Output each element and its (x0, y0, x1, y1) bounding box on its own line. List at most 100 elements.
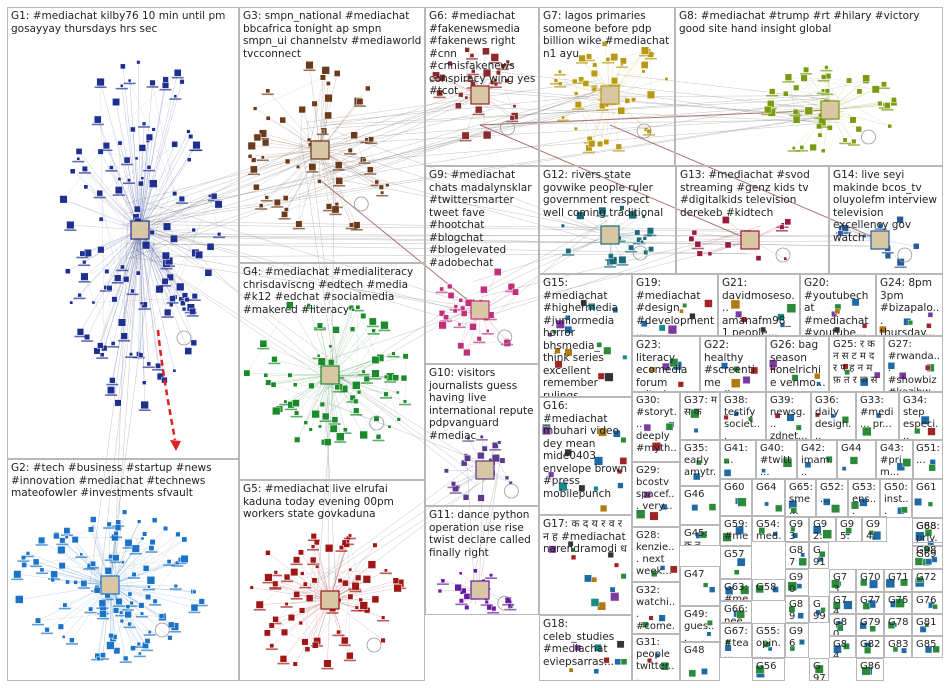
group-label-g16: G16: #mediachat mbuhari video dey mean m… (543, 400, 629, 500)
group-cell-g19: G19: #mediachat #design #development... (632, 274, 718, 336)
group-cell-g3: G3: smpn_national #mediachat bbcafrica t… (239, 7, 425, 263)
group-cell-g11: G11: dance python operation use rise twi… (425, 506, 539, 615)
group-cell-g94: G94: mi... (862, 516, 887, 542)
group-label-g65: G65: sme... (789, 482, 813, 518)
group-label-g86: G86 (860, 661, 881, 673)
group-cell-g53: G53: ens... (848, 479, 880, 518)
group-cell-g31: G31: people twitter... (632, 634, 680, 681)
group-cell-g35: G35: early amytr... (680, 440, 720, 486)
group-label-g87: G87 (789, 545, 806, 569)
group-cell-g63: G63: #me... (720, 579, 752, 601)
group-label-g37: G37: म स क (684, 395, 717, 419)
group-label-g82: G82 (860, 639, 881, 651)
group-cell-g58: G58 (752, 579, 785, 601)
group-label-g89: G89 (789, 599, 806, 623)
group-cell-g79: G79 (856, 614, 884, 636)
group-cell-g37: G37: म स क (680, 392, 720, 440)
group-label-g32: G32: watchi... #come... (636, 585, 677, 634)
group-cell-g86: G86 (856, 658, 884, 681)
group-label-g73: G73 (833, 572, 853, 592)
group-cell-g77: G77 (856, 592, 884, 614)
group-cell-g9: G9: #mediachat chats madalynsklar #twitt… (425, 166, 539, 364)
group-cell-g46: G46 (680, 486, 720, 525)
group-label-g43: G43: #prim... (880, 443, 911, 479)
group-label-g57: G57 (724, 549, 749, 561)
group-label-g85: G85 (916, 639, 940, 651)
group-cell-g2: G2: #tech #business #startup #news #inno… (7, 459, 239, 681)
group-label-g53: G53: ens... (852, 482, 877, 518)
group-label-g7: G7: lagos primaries someone before pdp b… (543, 10, 672, 60)
group-cell-g80: G80 (829, 614, 856, 636)
group-label-g50: G50: inst... (884, 482, 909, 518)
group-label-g45: G45: क न... (684, 528, 717, 546)
group-label-g90: G90 (789, 572, 806, 596)
group-cell-g67: G67: #tea... (720, 623, 752, 658)
group-label-g29: G29: bcostv spacef... very... (636, 465, 677, 513)
group-cell-g45: G45: क न... (680, 525, 720, 546)
group-label-g17: G17: क द य र व र न ह #mediachat narendra… (543, 518, 629, 556)
group-cell-g59: G59: #me... (720, 516, 752, 546)
group-cell-g4: G4: #mediachat #medialiteracy chrisdavis… (239, 263, 425, 480)
group-label-g35: G35: early amytr... (684, 443, 717, 486)
group-label-g54: G54: med... (756, 519, 782, 542)
group-cell-g10: G10: visitors journalists guess having l… (425, 364, 539, 506)
group-cell-g90: G90 (785, 569, 809, 596)
group-label-g81: G81 (916, 617, 940, 629)
group-label-g72: G72 (916, 572, 940, 584)
group-label-g56: G56 (756, 661, 782, 673)
group-label-g94: G94: mi... (866, 519, 884, 542)
group-label-g22: G22: healthy #screentime media... (704, 339, 763, 392)
group-label-g91: G91 (813, 545, 826, 569)
group-label-g31: G31: people twitter... (636, 637, 677, 681)
group-label-g48: G48 (684, 645, 717, 657)
group-label-g64: G64 (756, 482, 782, 494)
group-label-g70: G70 (860, 572, 881, 584)
group-label-g59: G59: #me... (724, 519, 749, 546)
group-label-g5: G5: #mediachat live elrufai kaduna today… (243, 483, 422, 521)
group-label-g36: G36: daily design... (815, 395, 853, 440)
group-label-g76: G76 (916, 595, 940, 607)
group-cell-g20: G20: #youtubechat #mediachat #youtube... (800, 274, 876, 336)
group-cell-g41: G41: ... (720, 440, 756, 479)
group-cell-g36: G36: daily design... (811, 392, 856, 440)
group-cell-g7: G7: lagos primaries someone before pdp b… (539, 7, 675, 166)
group-label-g1: G1: #mediachat kilby76 10 min until pm g… (11, 10, 236, 35)
group-label-g8: G8: #mediachat #trump #rt #hilary #victo… (679, 10, 940, 35)
group-cell-g8: G8: #mediachat #trump #rt #hilary #victo… (675, 7, 943, 166)
group-cell-g38: G38: testify societ... (720, 392, 766, 440)
group-cell-g23: G23: literacy ecomedia forum critml medi… (632, 336, 700, 392)
group-label-g95: G95: ha... (840, 519, 859, 542)
group-cell-g98: G98 (912, 542, 943, 569)
group-cell-g52: G52: ... (816, 479, 848, 518)
group-cell-g15: G15: #mediachat #highermedia #juniormedi… (539, 274, 632, 397)
group-label-g99: G99 (813, 599, 826, 623)
group-label-g60: G60 (724, 482, 749, 494)
group-cell-g33: G33: #medi... pr... (856, 392, 899, 440)
group-label-g34: G34: step especi... (903, 395, 940, 440)
group-cell-g64: G64 (752, 479, 785, 516)
group-label-g20: G20: #youtubechat #mediachat #youtube... (804, 277, 873, 336)
group-cell-g32: G32: watchi... #come... (632, 582, 680, 634)
group-cell-g92: G92: so... (809, 516, 836, 542)
group-cell-g29: G29: bcostv spacef... very... (632, 462, 680, 527)
group-label-g39: G39: newsg... zdnet... (770, 395, 808, 440)
group-cell-g60: G60 (720, 479, 752, 516)
group-label-g6: G6: #mediachat #fakenewsmedia #fakenews … (429, 10, 536, 98)
group-cell-g78: G78 (884, 614, 912, 636)
group-cell-g6: G6: #mediachat #fakenewsmedia #fakenews … (425, 7, 539, 166)
group-cell-g87: G87 (785, 542, 809, 569)
group-cell-g75: G75 (884, 592, 912, 614)
group-label-g23: G23: literacy ecomedia forum critml medi… (636, 339, 697, 392)
group-cell-g83: G83 (884, 636, 912, 658)
group-cell-g24: G24: 8pm 3pm #bizapalo... thursday... (876, 274, 943, 336)
group-cell-g82: G82 (856, 636, 884, 658)
group-cell-g17: G17: क द य र व र न ह #mediachat narendra… (539, 515, 632, 615)
group-cell-g91: G91 (809, 542, 829, 569)
group-cell-g73: G73 (829, 569, 856, 592)
group-label-g67: G67: #tea... (724, 626, 749, 658)
group-cell-g74: G74 (829, 592, 856, 614)
group-cell-g55: G55: opin... (752, 623, 785, 658)
group-label-g9: G9: #mediachat chats madalynsklar #twitt… (429, 169, 536, 269)
group-label-g96: G96 (789, 626, 806, 650)
group-label-g41: G41: ... (724, 443, 753, 467)
